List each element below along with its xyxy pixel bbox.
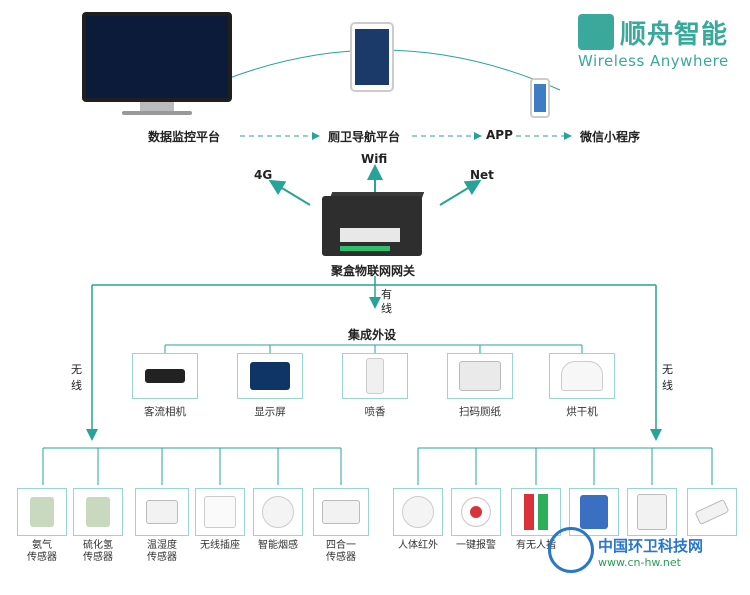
peripheral-label: 烘干机 [566, 406, 598, 418]
leak-sensor-icon [687, 488, 737, 536]
sensor-label: 氨气 传感器 [27, 540, 57, 563]
fragrance-dispenser-icon [342, 353, 408, 399]
brand-logo-icon [578, 14, 614, 50]
sensor-label: 温湿度 传感器 [147, 540, 177, 563]
wireless-socket-icon [195, 488, 245, 536]
wireless-right-label: 无 线 [662, 363, 673, 392]
temp-humidity-sensor-icon [135, 488, 189, 536]
peripheral-label: 客流相机 [144, 406, 186, 418]
people-counter-camera-icon [132, 353, 198, 399]
tablet-icon [350, 22, 394, 92]
sensor-label: 一键报警 [456, 540, 496, 551]
platform-toilet-nav: 厕卫导航平台 [328, 130, 401, 144]
brand-slogan: Wireless Anywhere [578, 52, 729, 70]
platform-data-monitor: 数据监控平台 [148, 130, 221, 144]
sensor-label: 硫化氢 传感器 [83, 540, 113, 563]
monitor-icon [82, 12, 232, 102]
phone-icon [530, 78, 550, 118]
pir-sensor-icon [393, 488, 443, 536]
network-wifi: Wifi [361, 152, 388, 166]
wired-label: 有 线 [381, 288, 392, 315]
sensor-label: 人体红外 [398, 540, 438, 551]
monitor-stand [140, 102, 174, 112]
network-4g: 4G [254, 168, 273, 182]
h2s-sensor-icon [73, 488, 123, 536]
occupancy-indicator-icon [511, 488, 561, 536]
watermark-site-name: 中国环卫科技网 [598, 537, 704, 555]
alarm-button-icon [451, 488, 501, 536]
hand-dryer-icon [549, 353, 615, 399]
platform-wechat-miniprogram: 微信小程序 [580, 130, 641, 144]
peripheral-label: 扫码厕纸 [459, 406, 501, 418]
gateway-ports [340, 228, 400, 242]
brand-name: 顺舟智能 [620, 20, 729, 50]
integrated-peripherals-label: 集成外设 [348, 328, 397, 342]
wireless-left-label: 无 线 [71, 363, 82, 392]
platform-app: APP [486, 128, 513, 142]
sensor-label: 智能烟感 [258, 540, 298, 551]
peripheral-label: 喷香 [364, 406, 386, 418]
smoke-detector-icon [253, 488, 303, 536]
display-screen-icon [237, 353, 303, 399]
network-net: Net [470, 168, 494, 182]
sensor-label: 四合一 传感器 [326, 540, 356, 563]
peripheral-label: 显示屏 [254, 406, 286, 418]
monitor-base [122, 111, 192, 115]
electric-meter-icon [627, 488, 677, 536]
watermark-globe-icon [548, 527, 594, 573]
scan-paper-dispenser-icon [447, 353, 513, 399]
gateway-leds [340, 246, 390, 251]
watermark-url: www.cn-hw.net [598, 556, 681, 569]
water-meter-icon [569, 488, 619, 536]
four-in-one-sensor-icon [313, 488, 369, 536]
sensor-label: 有无人指 [516, 540, 556, 551]
sensor-label: 无线插座 [200, 540, 240, 551]
ammonia-sensor-icon [17, 488, 67, 536]
gateway-label: 聚盒物联网网关 [331, 264, 416, 278]
